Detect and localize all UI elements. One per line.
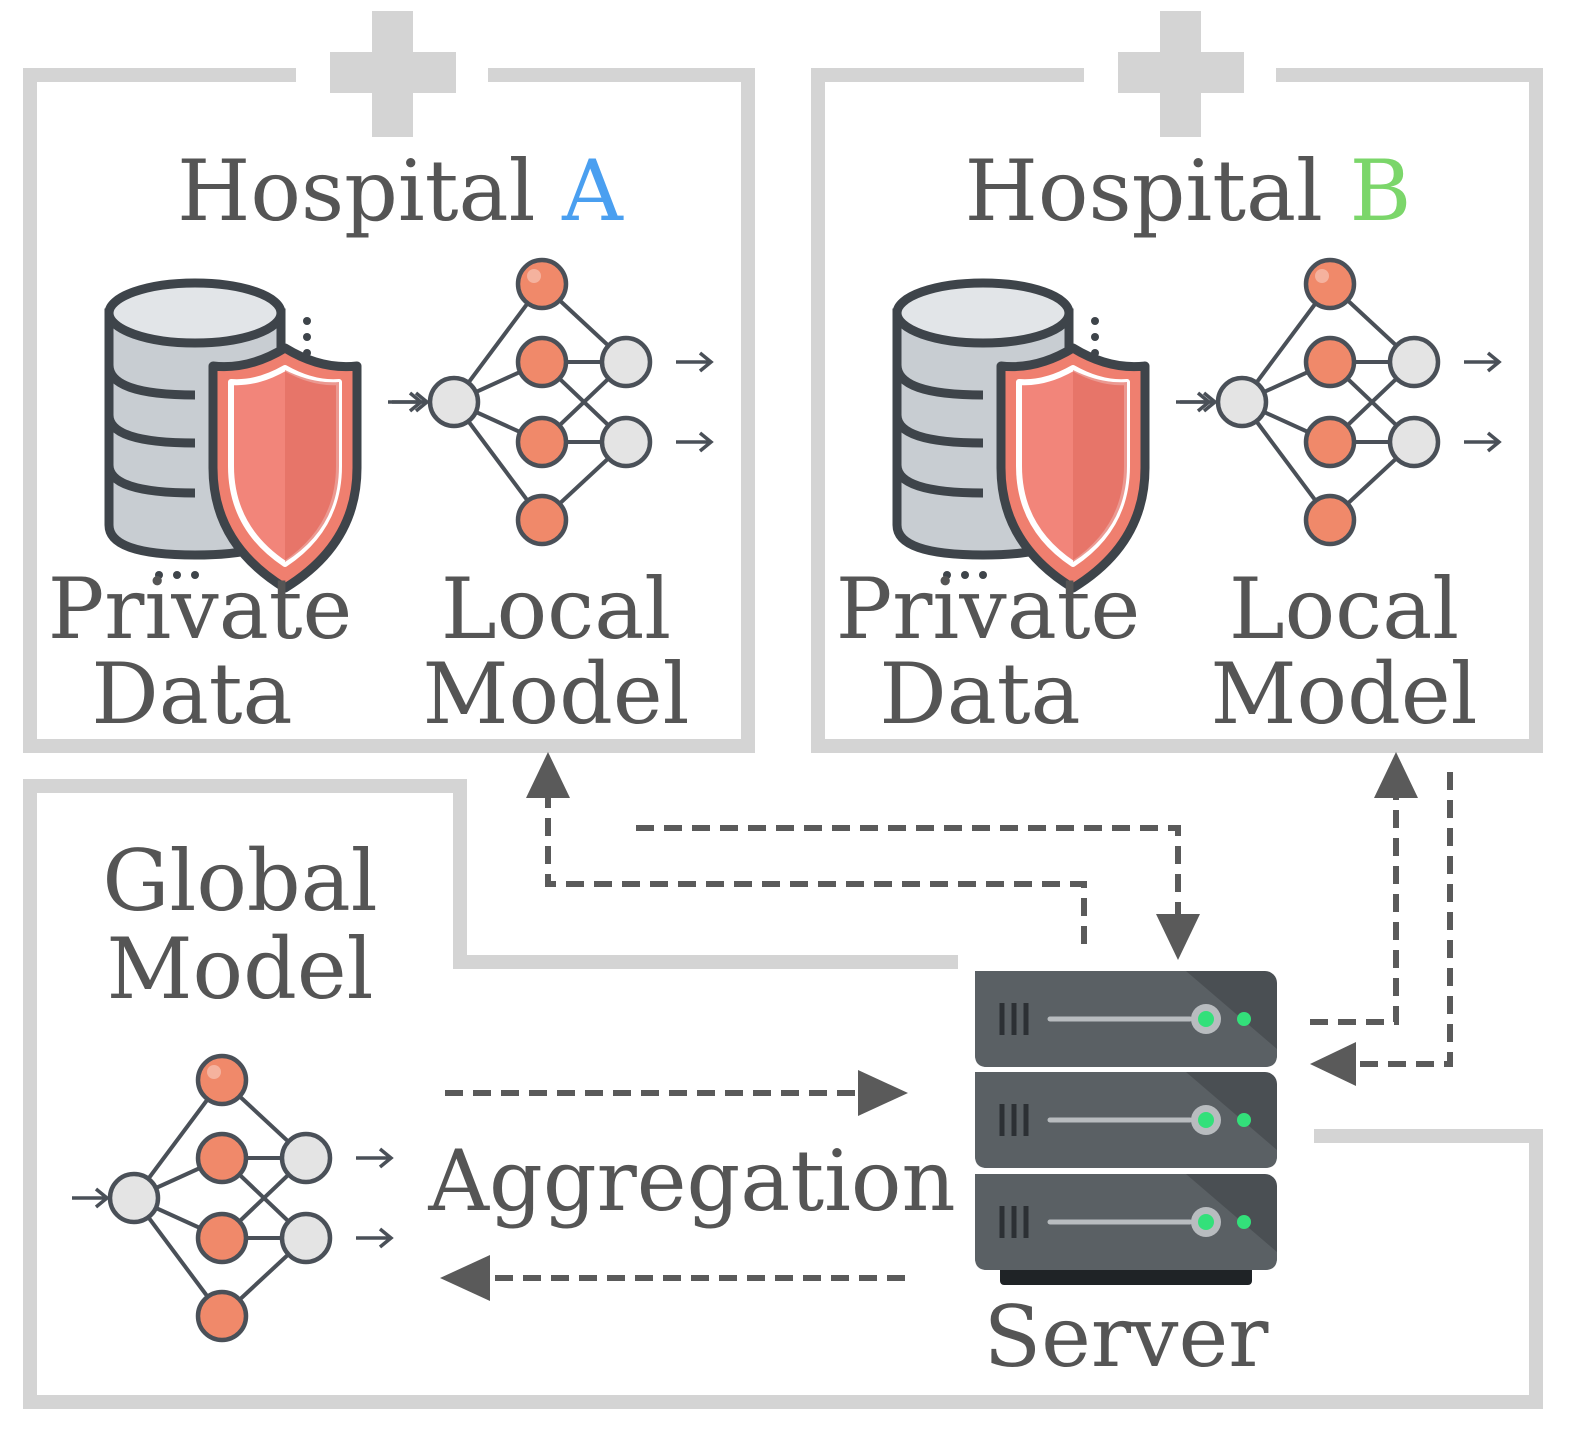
private-data-label-a-line2: Data (91, 645, 292, 743)
local-model-a-icon (392, 260, 711, 544)
hospital-b-title: Hospital B (965, 142, 1412, 240)
global-model-icon (72, 1056, 391, 1340)
server-rack-icon (975, 971, 1277, 1285)
medical-cross-icon (330, 11, 456, 137)
private-data-label-b-line2: Data (879, 645, 1080, 743)
to-server-arrow (445, 1070, 908, 1116)
local-model-b-icon (1180, 260, 1499, 544)
download-path-b (1310, 752, 1418, 1025)
download-path-a (526, 752, 1087, 944)
aggregation-label: Aggregation (427, 1132, 955, 1230)
local-model-label-a: Local (441, 560, 671, 658)
private-data-label-b: Private (836, 560, 1141, 658)
hospital-a-panel: Hospital A Private Data Local Model (23, 11, 755, 753)
medical-cross-icon (1118, 11, 1244, 137)
hospital-b-panel: Hospital B Private Data Local Model (811, 11, 1543, 753)
from-server-arrow (440, 1255, 905, 1301)
private-data-label-a: Private (48, 560, 353, 658)
local-model-label-b: Local (1229, 560, 1459, 658)
local-model-label-a-line2: Model (423, 645, 690, 743)
upload-path-a (636, 825, 1200, 960)
hospital-a-title: Hospital A (177, 142, 624, 240)
upload-path-b (1310, 772, 1453, 1086)
global-model-label: Global (102, 832, 377, 930)
server-label: Server (984, 1288, 1270, 1386)
global-model-label-line2: Model (107, 920, 374, 1018)
global-panel: Global Model Aggregation Server (23, 779, 1543, 1409)
local-model-label-b-line2: Model (1211, 645, 1478, 743)
